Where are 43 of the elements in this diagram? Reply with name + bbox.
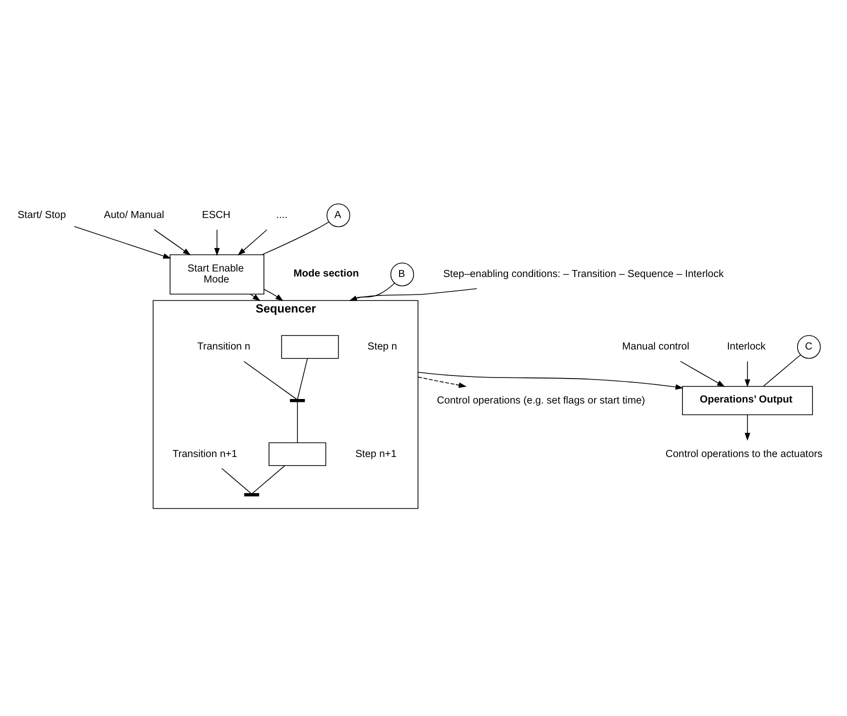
- arrow: [238, 229, 268, 256]
- node-text: Interlock: [726, 342, 766, 353]
- arrow: [744, 414, 750, 441]
- node-text: Auto/ Manual: [104, 210, 164, 222]
- node-box: Start Enable Mode: [170, 254, 264, 295]
- node-text: Manual control: [622, 342, 690, 353]
- arrow: [418, 372, 684, 390]
- node-circle: A: [326, 204, 350, 228]
- node-text: Transition n+1: [172, 448, 238, 460]
- node-label: Step n: [368, 342, 398, 353]
- node-text: ....: [276, 210, 288, 222]
- connector: [763, 354, 801, 387]
- node-text: Transition n: [197, 342, 250, 353]
- node-box: Operations’ Output: [682, 386, 813, 416]
- node-text: Control operations (e.g. set flags or start time): [436, 395, 646, 406]
- node-text: Control operations to the actuators: [665, 448, 822, 460]
- arrow: [349, 288, 478, 301]
- node-label: Step n+1: [355, 448, 397, 460]
- connector: [297, 402, 298, 443]
- connector: [297, 358, 308, 400]
- arrow: [250, 294, 261, 302]
- arrow: [214, 229, 220, 256]
- node-box: [268, 442, 326, 466]
- arrow: [154, 229, 191, 256]
- arrow: [744, 361, 750, 388]
- node-label: Mode section: [293, 268, 359, 280]
- node-text: Step–enabling conditions: – Transition – Sequence – Interlock: [443, 269, 724, 280]
- connector: [252, 465, 286, 494]
- arrow: [418, 376, 467, 388]
- connector: [350, 282, 396, 301]
- connector: [262, 222, 330, 256]
- node-bar: [244, 493, 260, 496]
- node-text: ESCH: [202, 210, 230, 222]
- node-bar: [290, 398, 305, 402]
- connector: [244, 361, 298, 400]
- node-box: [281, 335, 339, 359]
- node-circle: C: [797, 335, 821, 359]
- node-circle: B: [390, 262, 414, 286]
- arrow: [74, 226, 172, 259]
- arrow: [680, 360, 726, 387]
- connector: [221, 468, 252, 494]
- node-text: Start/ Stop: [18, 210, 66, 222]
- arrow: [264, 288, 284, 302]
